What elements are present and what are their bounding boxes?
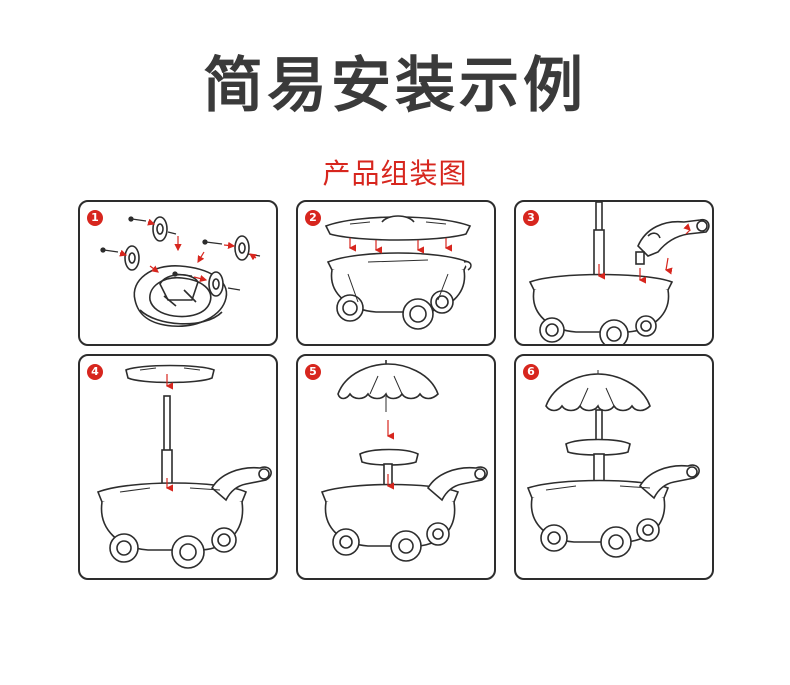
step-number-badge: 1	[87, 210, 103, 226]
step-panel-1: 1	[78, 200, 278, 346]
step-panel-5: 5	[296, 354, 496, 580]
step-number-badge: 4	[87, 364, 103, 380]
step-panel-4: 4	[78, 354, 278, 580]
step-number-badge: 6	[523, 364, 539, 380]
step-number-badge: 3	[523, 210, 539, 226]
step-panel-6: 6	[514, 354, 714, 580]
step-4-illustration	[96, 364, 272, 569]
page-subtitle: 产品组装图	[322, 157, 468, 190]
step-5-illustration	[320, 360, 488, 562]
step-2-illustration	[324, 215, 472, 330]
step-number-badge: 2	[305, 210, 321, 226]
step-number-badge: 5	[305, 364, 321, 380]
step-panel-3: 3	[514, 200, 714, 346]
step-1-illustration	[100, 216, 261, 327]
step-panel-2: 2	[296, 200, 496, 346]
step-6-illustration	[526, 370, 700, 558]
step-3-illustration	[528, 202, 710, 344]
page-title: 简易安装示例	[203, 51, 587, 121]
